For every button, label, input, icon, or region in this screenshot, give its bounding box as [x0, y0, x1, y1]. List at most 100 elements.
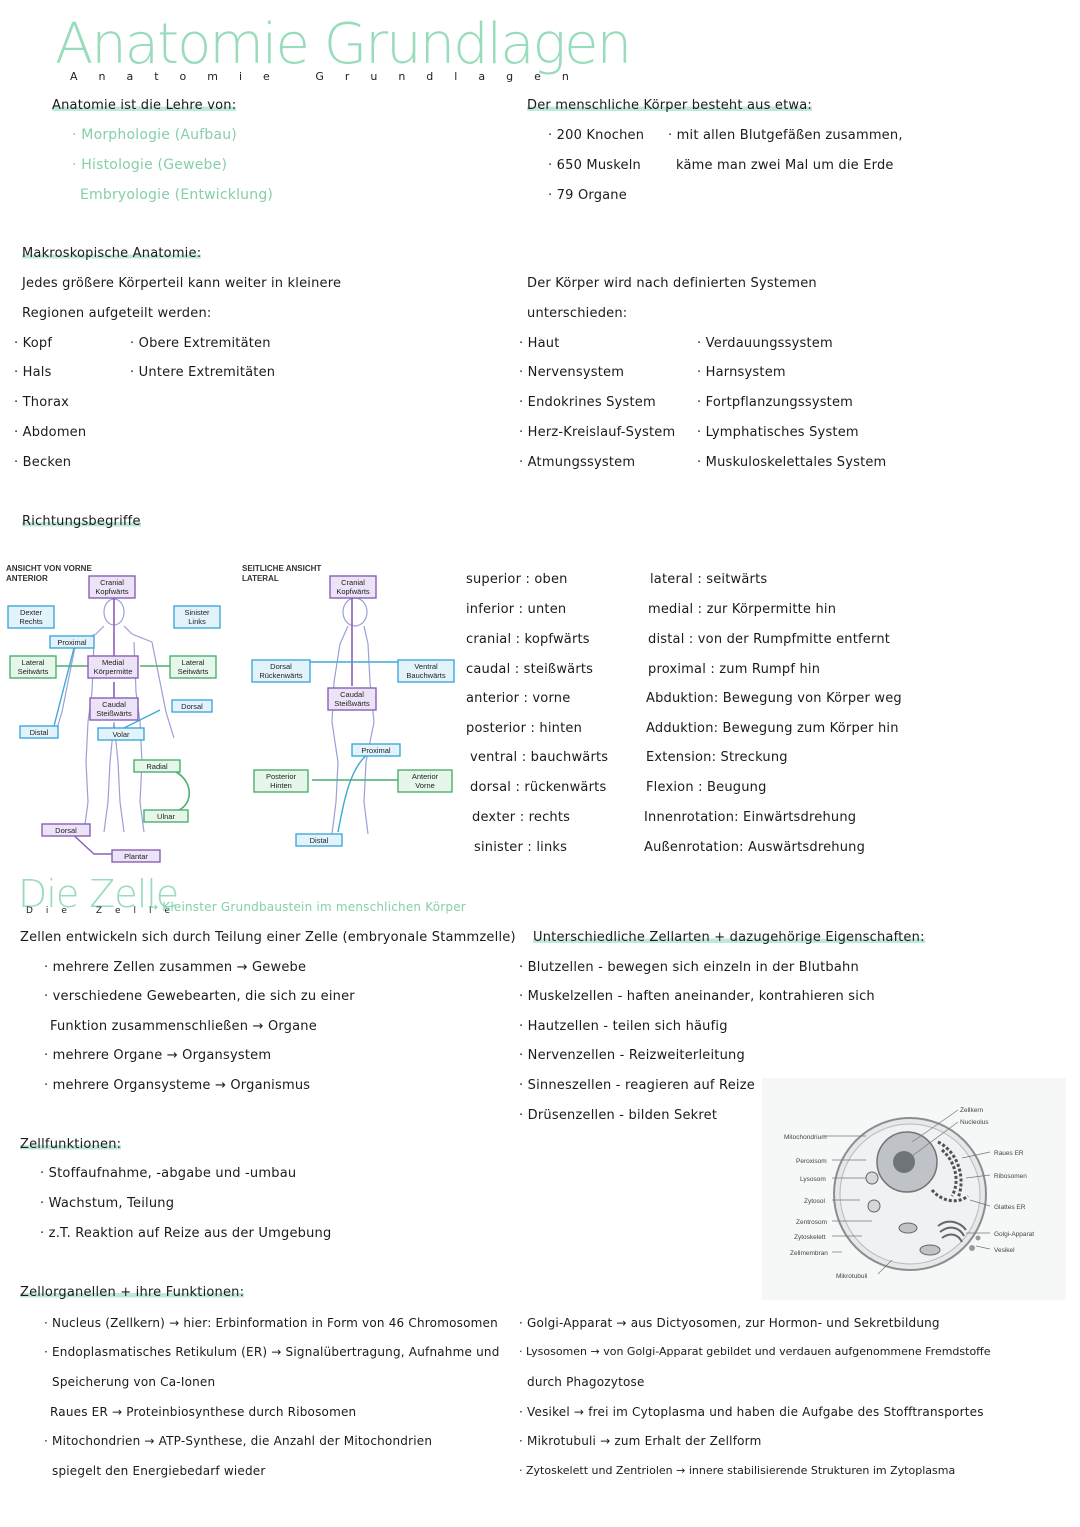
body-item-1: · 200 Knochen — [548, 128, 645, 143]
dir-term-15: Abduktion: Bewegung von Körper weg — [646, 691, 902, 706]
cell-label-lysosom: Lysosom — [800, 1176, 826, 1183]
side-distal: Distal — [310, 836, 329, 845]
cell-label-zellmembran: Zellmembran — [790, 1250, 828, 1257]
front-cranial-2: Kopfwärts — [95, 587, 129, 596]
cell-label-mikrotubuli: Mikrotubuli — [836, 1273, 867, 1280]
region-2: · Hals — [14, 365, 52, 380]
side-caudal-2: Steißwärts — [334, 699, 370, 708]
organelle-left-4: Raues ER → Proteinbiosynthese durch Ribo… — [50, 1405, 357, 1419]
front-sinister-2: Links — [188, 617, 206, 626]
region-5: · Becken — [14, 455, 72, 470]
cell-label-zytosol: Zytosol — [804, 1198, 826, 1205]
cell-type-2: · Muskelzellen - haften aneinander, kont… — [519, 989, 875, 1004]
system-8: · Fortpflanzungssystem — [697, 395, 854, 410]
body-item-3: · 79 Organe — [548, 188, 627, 203]
system-3: · Endokrines System — [519, 395, 656, 410]
organelle-left-1: · Nucleus (Zellkern) → hier: Erbinformat… — [44, 1316, 498, 1330]
cell-label-peroxisom: Peroxisom — [796, 1158, 827, 1165]
organelle-right-5: · Mikrotubuli → zum Erhalt der Zellform — [519, 1434, 762, 1448]
cell-label-zentrosom: Zentrosom — [796, 1219, 827, 1226]
front-medial-1: Medial — [102, 658, 124, 667]
dir-term-12: medial : zur Körpermitte hin — [648, 602, 837, 617]
cell-types-heading: Unterschiedliche Zellarten + dazugehörig… — [533, 930, 925, 945]
region-3: · Thorax — [14, 395, 70, 410]
anatomy-item-1: · Morphologie (Aufbau) — [72, 127, 237, 143]
cell-type-1: · Blutzellen - bewegen sich einzeln in d… — [519, 960, 859, 975]
side-caption-2: LATERAL — [242, 574, 279, 583]
front-cranial-1: Cranial — [100, 578, 124, 587]
makro-line-1: Jedes größere Körperteil kann weiter in … — [22, 276, 342, 291]
makro-heading: Makroskopische Anatomie: — [22, 246, 202, 261]
system-5: · Atmungssystem — [519, 455, 636, 470]
side-posterior-1: Posterior — [266, 772, 297, 781]
systeme-line-2: unterschieden: — [527, 306, 628, 321]
region-6: · Obere Extremitäten — [130, 336, 271, 351]
side-ventral-2: Bauchwärts — [406, 671, 445, 680]
system-7: · Harnsystem — [697, 365, 786, 380]
side-caption-1: SEITLICHE ANSICHT — [242, 564, 321, 573]
front-lateral-r-1: Lateral — [182, 658, 205, 667]
front-lateral-l-2: Seitwärts — [18, 667, 49, 676]
cell-title: Die Zelle — [18, 872, 179, 916]
body-front-outline — [53, 598, 175, 833]
front-plantar: Plantar — [124, 852, 148, 861]
cell-label-zytoskelett: Zytoskelett — [794, 1234, 826, 1241]
dir-term-18: Flexion : Beugung — [646, 780, 767, 795]
side-posterior-2: Hinten — [270, 781, 292, 790]
direction-heading: Richtungsbegriffe — [22, 514, 141, 529]
cell-type-3: · Hautzellen - teilen sich häufig — [519, 1019, 728, 1034]
cell-label-raues-er: Raues ER — [994, 1150, 1024, 1157]
side-ventral-1: Ventral — [414, 662, 438, 671]
cell-item-4: · mehrere Organe → Organsystem — [44, 1048, 272, 1063]
system-6: · Verdauungssystem — [697, 336, 833, 351]
dir-term-3: cranial : kopfwärts — [466, 632, 590, 647]
organelle-right-3: durch Phagozytose — [527, 1375, 645, 1389]
front-dorsal-foot: Dorsal — [55, 826, 77, 835]
front-view-diagram: ANSICHT VON VORNE ANTERIOR Cranial Kopfw… — [6, 564, 221, 863]
front-volar: Volar — [112, 730, 130, 739]
makro-line-2: Regionen aufgeteilt werden: — [22, 306, 212, 321]
cell-item-2: · verschiedene Gewebearten, die sich zu … — [44, 989, 355, 1004]
system-9: · Lymphatisches System — [697, 425, 859, 440]
cell-item-1: · mehrere Zellen zusammen → Gewebe — [44, 960, 307, 975]
system-2: · Nervensystem — [519, 365, 625, 380]
front-sinister-1: Sinister — [184, 608, 210, 617]
front-proximal: Proximal — [57, 638, 87, 647]
region-4: · Abdomen — [14, 425, 87, 440]
front-caudal-1: Caudal — [102, 700, 126, 709]
organelle-right-6: · Zytoskelett und Zentriolen → innere st… — [519, 1464, 956, 1477]
organelle-right-2: · Lysosomen → von Golgi-Apparat gebildet… — [519, 1345, 991, 1358]
system-1: · Haut — [519, 336, 560, 351]
cell-function-1: · Stoffaufnahme, -abgabe und -umbau — [40, 1166, 297, 1181]
dir-term-1: superior : oben — [466, 572, 568, 587]
dir-term-4: caudal : steißwärts — [466, 662, 594, 677]
anatomy-item-2: · Histologie (Gewebe) — [72, 157, 228, 173]
dir-term-19: Innenrotation: Einwärtsdrehung — [644, 810, 857, 825]
cell-diagram: Mitochondrium Peroxisom Lysosom Zytosol … — [762, 1078, 1066, 1300]
front-medial-2: Körpermitte — [94, 667, 133, 676]
side-anterior-2: Vorne — [415, 781, 435, 790]
front-caudal-2: Steißwärts — [96, 709, 132, 718]
cell-label-vesikel: Vesikel — [994, 1247, 1015, 1254]
side-proximal: Proximal — [361, 746, 391, 755]
dir-term-2: inferior : unten — [466, 602, 567, 617]
cell-title-spaced: Die Zelle — [26, 906, 184, 916]
front-radial: Radial — [146, 762, 168, 771]
dir-term-16: Adduktion: Bewegung zum Körper hin — [646, 721, 899, 736]
body-composition-heading: Der menschliche Körper besteht aus etwa: — [527, 98, 812, 113]
body-note-1: · mit allen Blutgefäßen zusammen, — [668, 128, 903, 143]
side-anterior-1: Anterior — [412, 772, 439, 781]
front-dexter-1: Dexter — [20, 608, 43, 617]
dir-term-20: Außenrotation: Auswärtsdrehung — [644, 840, 866, 855]
cell-label-golgi: Golgi-Apparat — [994, 1231, 1034, 1238]
system-4: · Herz-Kreislauf-System — [519, 425, 676, 440]
side-caudal-1: Caudal — [340, 690, 364, 699]
cell-label-mitochondrium: Mitochondrium — [784, 1134, 827, 1141]
front-dorsal-hand: Dorsal — [181, 702, 203, 711]
region-1: · Kopf — [14, 336, 53, 351]
system-10: · Muskuloskelettales System — [697, 455, 887, 470]
front-distal: Distal — [30, 728, 49, 737]
cell-type-4: · Nervenzellen - Reizweiterleitung — [519, 1048, 745, 1063]
anatomy-item-3: Embryologie (Entwicklung) — [80, 187, 274, 203]
cell-functions-heading: Zellfunktionen: — [20, 1137, 122, 1152]
